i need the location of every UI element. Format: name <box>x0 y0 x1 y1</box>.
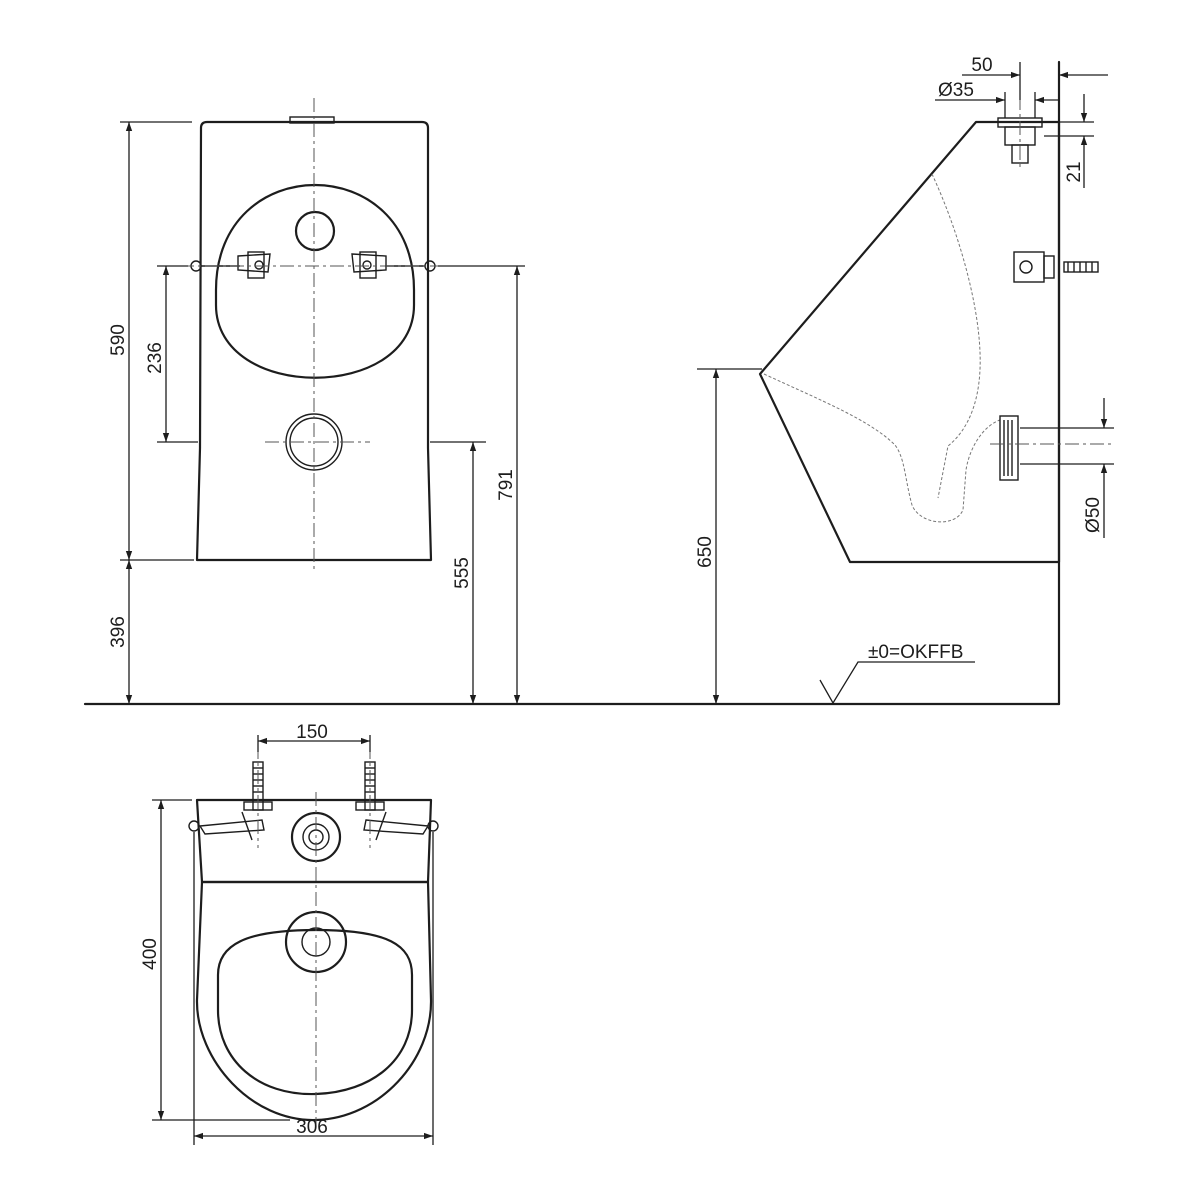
label-236: 236 <box>145 342 166 374</box>
label-590: 590 <box>108 324 129 356</box>
label-floor-reference: ±0=OKFFB <box>868 642 963 663</box>
floor-reference-leader <box>819 661 975 705</box>
side-inlet-fitting <box>997 96 1043 170</box>
front-bracket-left <box>237 251 271 279</box>
label-396: 396 <box>108 616 129 648</box>
top-body-outline <box>195 880 433 1122</box>
label-21: 21 <box>1064 161 1085 182</box>
label-50: 50 <box>971 55 992 76</box>
label-400: 400 <box>140 938 161 970</box>
front-spreader-hole <box>294 210 336 252</box>
side-view: 50 Ø35 21 650 Ø50 ±0=OKFFB <box>695 55 1114 705</box>
top-bolt-left <box>198 745 273 848</box>
front-bracket-right <box>351 251 387 279</box>
top-bolt-right <box>355 745 430 848</box>
front-bowl-outline <box>214 183 416 379</box>
label-555: 555 <box>452 557 473 589</box>
label-650: 650 <box>695 536 716 568</box>
top-lug-left <box>188 820 200 832</box>
side-body-outline <box>758 120 1061 564</box>
label-150: 150 <box>296 722 328 743</box>
front-view: 590 396 236 555 791 <box>108 98 525 704</box>
side-bowl-hidden <box>763 173 1001 523</box>
side-bracket <box>1013 251 1099 283</box>
label-d35: Ø35 <box>938 80 974 101</box>
top-view: 150 400 306 <box>140 722 439 1145</box>
side-outlet-flange <box>990 415 1114 481</box>
front-inlet-cap <box>289 116 335 124</box>
label-306: 306 <box>296 1117 328 1138</box>
floor-and-wall <box>83 60 1061 706</box>
label-791: 791 <box>496 469 517 501</box>
label-d50: Ø50 <box>1083 497 1104 533</box>
front-body-outline <box>195 120 433 562</box>
top-bowl-inner <box>216 928 414 1096</box>
